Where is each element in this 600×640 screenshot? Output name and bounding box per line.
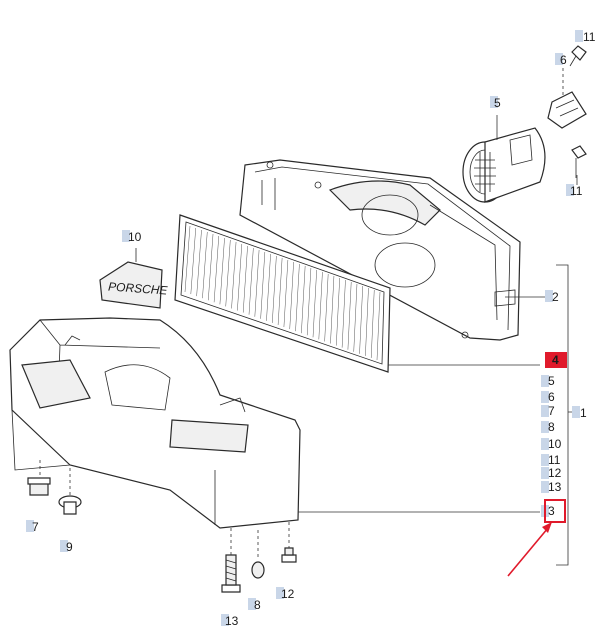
air-filter-element (174, 214, 391, 373)
screw-mid (571, 145, 587, 178)
tag-bg (541, 391, 549, 403)
group-list-item: 13 (541, 480, 562, 494)
group-list-item: 10 (541, 437, 562, 451)
group-list-label: 10 (548, 437, 562, 451)
callout-5-top: 5 (490, 96, 501, 110)
group-list-label: 4 (552, 353, 559, 367)
tag-bg (541, 405, 549, 417)
svg-text:1: 1 (580, 406, 587, 420)
logo-text: PORSCHE (108, 279, 169, 297)
filter-pleats (184, 225, 381, 361)
group-list-label: 8 (548, 420, 555, 434)
callout-10-top: 10 (122, 230, 142, 244)
callout-6: 6 (555, 53, 567, 67)
tag-bg (541, 438, 549, 450)
svg-text:5: 5 (494, 96, 501, 110)
callout-9: 9 (60, 540, 73, 554)
callout-7-left: 7 (26, 520, 39, 534)
callout-1: 1 (572, 406, 587, 420)
sensor-connector (547, 68, 587, 129)
callout-2: 2 (545, 290, 559, 304)
svg-text:11: 11 (583, 30, 596, 44)
group-list-label: 11 (548, 453, 561, 467)
group-list-label: 6 (548, 390, 555, 404)
svg-text:2: 2 (552, 290, 559, 304)
group-list-item: 8 (541, 420, 555, 434)
lower-cover (9, 317, 301, 529)
callout-8-bottom: 8 (248, 598, 261, 612)
tag-bg (541, 481, 549, 493)
mesh-grid (474, 150, 496, 194)
airflow-sensor (462, 127, 546, 203)
nut-9 (58, 468, 82, 515)
group-list-item: 11 (541, 453, 561, 467)
callout-11-top: 11 (575, 30, 596, 44)
group-list-label: 5 (548, 374, 555, 388)
group-list-item: 5 (541, 374, 555, 388)
group-list-item: 12 (541, 466, 562, 480)
bolt-13 (221, 528, 241, 593)
washer-8 (251, 530, 265, 579)
group-list-label: 12 (548, 466, 562, 480)
svg-text:11: 11 (570, 184, 583, 198)
tag-bg (541, 421, 549, 433)
screw-top (569, 45, 587, 67)
group-list-label: 13 (548, 480, 562, 494)
svg-text:9: 9 (66, 540, 73, 554)
group-list-item: 3 (541, 499, 566, 523)
svg-text:7: 7 (32, 520, 39, 534)
tag-bg (541, 467, 549, 479)
svg-text:13: 13 (225, 614, 239, 628)
svg-text:8: 8 (254, 598, 261, 612)
group-list-item: 7 (541, 404, 555, 418)
red-arrow (507, 522, 552, 577)
tag-bg (541, 454, 549, 466)
svg-text:6: 6 (560, 53, 567, 67)
group-list-item: 4 (545, 352, 567, 368)
logo-badge (99, 248, 163, 309)
svg-text:12: 12 (281, 587, 295, 601)
screw-12 (281, 522, 297, 563)
tag-bg (541, 375, 549, 387)
callout-13-bottom: 13 (221, 614, 239, 628)
svg-text:10: 10 (128, 230, 142, 244)
grommet-7 (27, 460, 51, 496)
group-list-label: 3 (548, 504, 555, 518)
air-filter-housing (239, 159, 545, 341)
highlight-tag (545, 352, 567, 368)
group-list-label: 7 (548, 404, 555, 418)
group-list-item: 6 (541, 390, 555, 404)
highlight-box (544, 499, 566, 523)
callout-12-bottom: 12 (276, 587, 295, 601)
callout-11-mid: 11 (566, 184, 583, 198)
